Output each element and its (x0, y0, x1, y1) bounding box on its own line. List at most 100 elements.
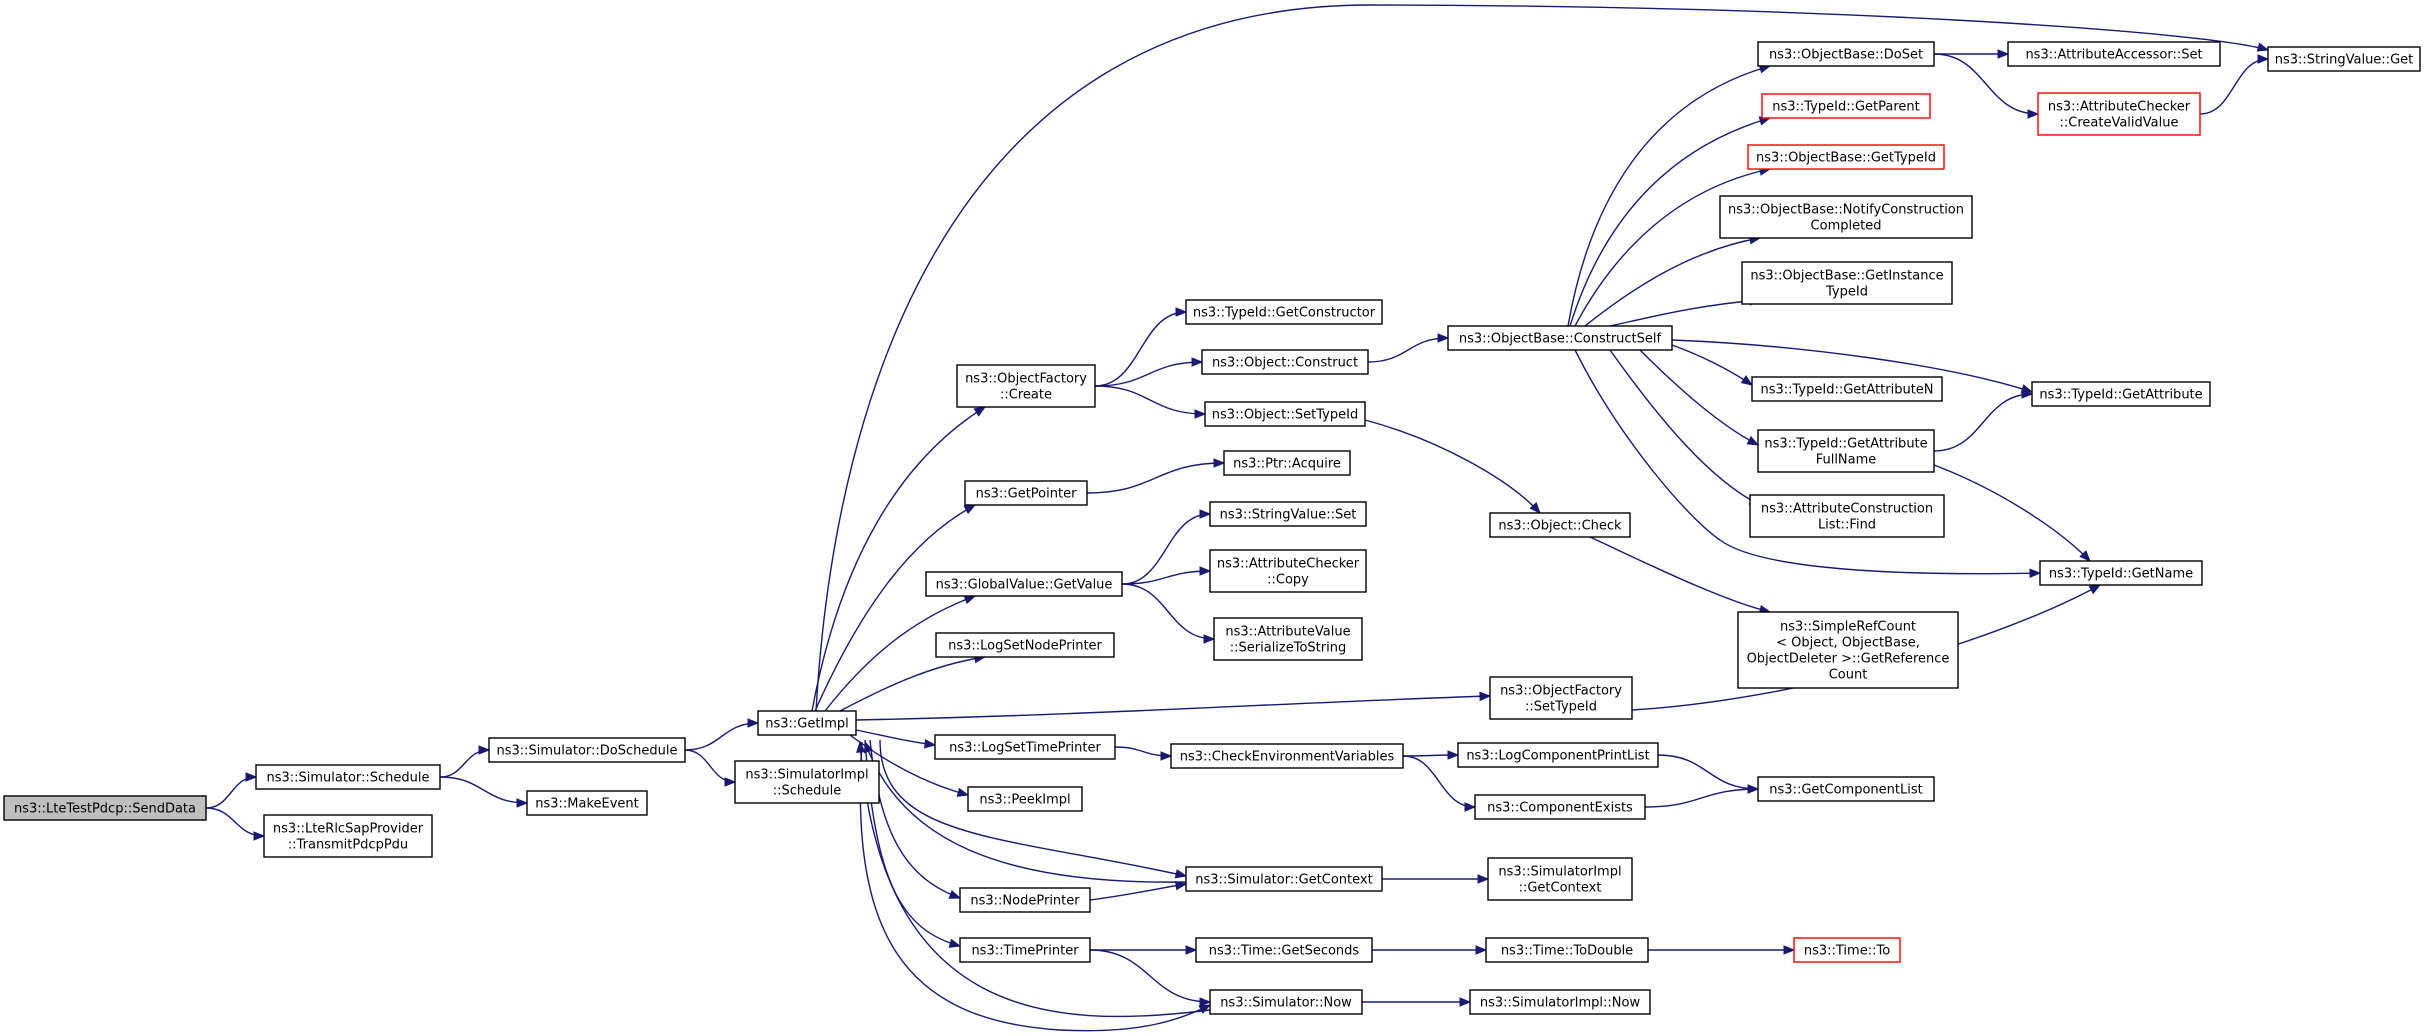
node-schedule[interactable]: ns3::Simulator::Schedule (255, 764, 441, 790)
node-simImplNow[interactable]: ns3::SimulatorImpl::Now (1469, 989, 1651, 1015)
node-box-typeIdGetParent[interactable] (1761, 93, 1931, 119)
node-objectSetTypeId[interactable]: ns3::Object::SetTypeId (1204, 401, 1366, 427)
node-box-objectFactorySetTypeId[interactable] (1489, 676, 1633, 720)
node-timeTo[interactable]: ns3::Time::To (1793, 937, 1901, 963)
node-simGetContext[interactable]: ns3::Simulator::GetContext (1185, 866, 1383, 892)
node-box-attrValueSerialize[interactable] (1213, 617, 1363, 661)
node-box-simpleRefCount[interactable] (1737, 611, 1959, 689)
node-box-makeEvent[interactable] (526, 790, 648, 816)
node-notifyConstruction[interactable]: ns3::ObjectBase::NotifyConstructionCompl… (1719, 195, 1973, 239)
node-box-simImplNow[interactable] (1469, 989, 1651, 1015)
node-box-timeGetSeconds[interactable] (1195, 937, 1373, 963)
node-getComponentList[interactable]: ns3::GetComponentList (1757, 776, 1935, 802)
node-box-attrConstructionListFind[interactable] (1749, 494, 1945, 538)
node-peekImpl[interactable]: ns3::PeekImpl (967, 786, 1083, 812)
node-box-typeIdGetConstructor[interactable] (1185, 299, 1383, 325)
node-box-attrAccessorSet[interactable] (2007, 41, 2221, 67)
node-stringValueSet[interactable]: ns3::StringValue::Set (1209, 501, 1367, 527)
node-logSetTimePrinter[interactable]: ns3::LogSetTimePrinter (934, 734, 1116, 760)
node-typeIdGetParent[interactable]: ns3::TypeId::GetParent (1761, 93, 1931, 119)
node-box-typeIdGetAttributeFullName[interactable] (1757, 429, 1935, 473)
node-objectConstruct[interactable]: ns3::Object::Construct (1201, 349, 1369, 375)
node-box-stringValueSet[interactable] (1209, 501, 1367, 527)
node-box-typeIdGetAttributeN[interactable] (1751, 376, 1943, 402)
node-typeIdGetConstructor[interactable]: ns3::TypeId::GetConstructor (1185, 299, 1383, 325)
node-logSetNodePrinter[interactable]: ns3::LogSetNodePrinter (935, 632, 1115, 658)
node-box-simNow[interactable] (1209, 989, 1363, 1015)
node-box-logComponentPrintList[interactable] (1457, 742, 1659, 768)
node-objectCheck[interactable]: ns3::Object::Check (1489, 512, 1631, 538)
node-objectFactorySetTypeId[interactable]: ns3::ObjectFactory::SetTypeId (1489, 676, 1633, 720)
node-box-objectCheck[interactable] (1489, 512, 1631, 538)
node-objectBaseDoSet[interactable]: ns3::ObjectBase::DoSet (1757, 41, 1935, 67)
node-typeIdGetAttribute[interactable]: ns3::TypeId::GetAttribute (2031, 381, 2211, 407)
node-nodePrinter[interactable]: ns3::NodePrinter (959, 887, 1091, 913)
node-transmitPdcpPdu[interactable]: ns3::LteRlcSapProvider::TransmitPdcpPdu (263, 814, 433, 858)
node-box-notifyConstruction[interactable] (1719, 195, 1973, 239)
node-box-objectBaseGetTypeId[interactable] (1747, 144, 1945, 170)
node-box-stringValueGet[interactable] (2267, 46, 2421, 72)
node-box-timeToDouble[interactable] (1485, 937, 1649, 963)
node-attrAccessorSet[interactable]: ns3::AttributeAccessor::Set (2007, 41, 2221, 67)
node-box-attrCheckerCopy[interactable] (1209, 549, 1367, 593)
node-box-checkEnvVars[interactable] (1170, 743, 1404, 769)
node-box-nodePrinter[interactable] (959, 887, 1091, 913)
node-getImpl[interactable]: ns3::GetImpl (757, 710, 857, 736)
node-logComponentPrintList[interactable]: ns3::LogComponentPrintList (1457, 742, 1659, 768)
node-sendData[interactable]: ns3::LteTestPdcp::SendData (3, 795, 207, 821)
node-box-typeIdGetAttribute[interactable] (2031, 381, 2211, 407)
node-timePrinter[interactable]: ns3::TimePrinter (959, 937, 1091, 963)
node-ptrAcquire[interactable]: ns3::Ptr::Acquire (1223, 450, 1351, 476)
node-typeIdGetAttributeN[interactable]: ns3::TypeId::GetAttributeN (1751, 376, 1943, 402)
node-box-timeTo[interactable] (1793, 937, 1901, 963)
node-makeEvent[interactable]: ns3::MakeEvent (526, 790, 648, 816)
node-box-objectFactoryCreate[interactable] (956, 364, 1096, 408)
node-box-globalValueGetValue[interactable] (925, 571, 1123, 597)
node-getPointer[interactable]: ns3::GetPointer (964, 480, 1088, 506)
node-doSchedule[interactable]: ns3::Simulator::DoSchedule (488, 737, 686, 763)
node-box-getComponentList[interactable] (1757, 776, 1935, 802)
node-box-getInstanceTypeId[interactable] (1741, 261, 1953, 305)
node-box-timePrinter[interactable] (959, 937, 1091, 963)
node-timeGetSeconds[interactable]: ns3::Time::GetSeconds (1195, 937, 1373, 963)
node-box-typeIdGetName[interactable] (2039, 560, 2203, 586)
node-box-simImplSchedule[interactable] (734, 760, 880, 804)
node-componentExists[interactable]: ns3::ComponentExists (1474, 794, 1646, 820)
node-box-logSetTimePrinter[interactable] (934, 734, 1116, 760)
node-simNow[interactable]: ns3::Simulator::Now (1209, 989, 1363, 1015)
node-box-simGetContext[interactable] (1185, 866, 1383, 892)
node-box-sendData[interactable] (3, 795, 207, 821)
node-box-attrCheckerCreateValid[interactable] (2037, 92, 2201, 136)
node-box-peekImpl[interactable] (967, 786, 1083, 812)
node-box-objectBaseConstructSelf[interactable] (1447, 325, 1673, 351)
node-simImplGetContext[interactable]: ns3::SimulatorImpl::GetContext (1487, 857, 1633, 901)
node-box-objectBaseDoSet[interactable] (1757, 41, 1935, 67)
node-box-schedule[interactable] (255, 764, 441, 790)
node-box-ptrAcquire[interactable] (1223, 450, 1351, 476)
node-simpleRefCount[interactable]: ns3::SimpleRefCount< Object, ObjectBase,… (1737, 611, 1959, 689)
node-attrCheckerCreateValid[interactable]: ns3::AttributeChecker::CreateValidValue (2037, 92, 2201, 136)
node-box-simImplGetContext[interactable] (1487, 857, 1633, 901)
node-box-logSetNodePrinter[interactable] (935, 632, 1115, 658)
node-checkEnvVars[interactable]: ns3::CheckEnvironmentVariables (1170, 743, 1404, 769)
node-box-objectConstruct[interactable] (1201, 349, 1369, 375)
node-box-doSchedule[interactable] (488, 737, 686, 763)
node-typeIdGetName[interactable]: ns3::TypeId::GetName (2039, 560, 2203, 586)
node-objectBaseConstructSelf[interactable]: ns3::ObjectBase::ConstructSelf (1447, 325, 1673, 351)
node-timeToDouble[interactable]: ns3::Time::ToDouble (1485, 937, 1649, 963)
node-attrValueSerialize[interactable]: ns3::AttributeValue::SerializeToString (1213, 617, 1363, 661)
node-globalValueGetValue[interactable]: ns3::GlobalValue::GetValue (925, 571, 1123, 597)
node-box-transmitPdcpPdu[interactable] (263, 814, 433, 858)
node-simImplSchedule[interactable]: ns3::SimulatorImpl::Schedule (734, 760, 880, 804)
node-objectBaseGetTypeId[interactable]: ns3::ObjectBase::GetTypeId (1747, 144, 1945, 170)
node-box-componentExists[interactable] (1474, 794, 1646, 820)
node-attrCheckerCopy[interactable]: ns3::AttributeChecker::Copy (1209, 549, 1367, 593)
node-box-getPointer[interactable] (964, 480, 1088, 506)
node-objectFactoryCreate[interactable]: ns3::ObjectFactory::Create (956, 364, 1096, 408)
node-box-objectSetTypeId[interactable] (1204, 401, 1366, 427)
node-stringValueGet[interactable]: ns3::StringValue::Get (2267, 46, 2421, 72)
node-box-getImpl[interactable] (757, 710, 857, 736)
